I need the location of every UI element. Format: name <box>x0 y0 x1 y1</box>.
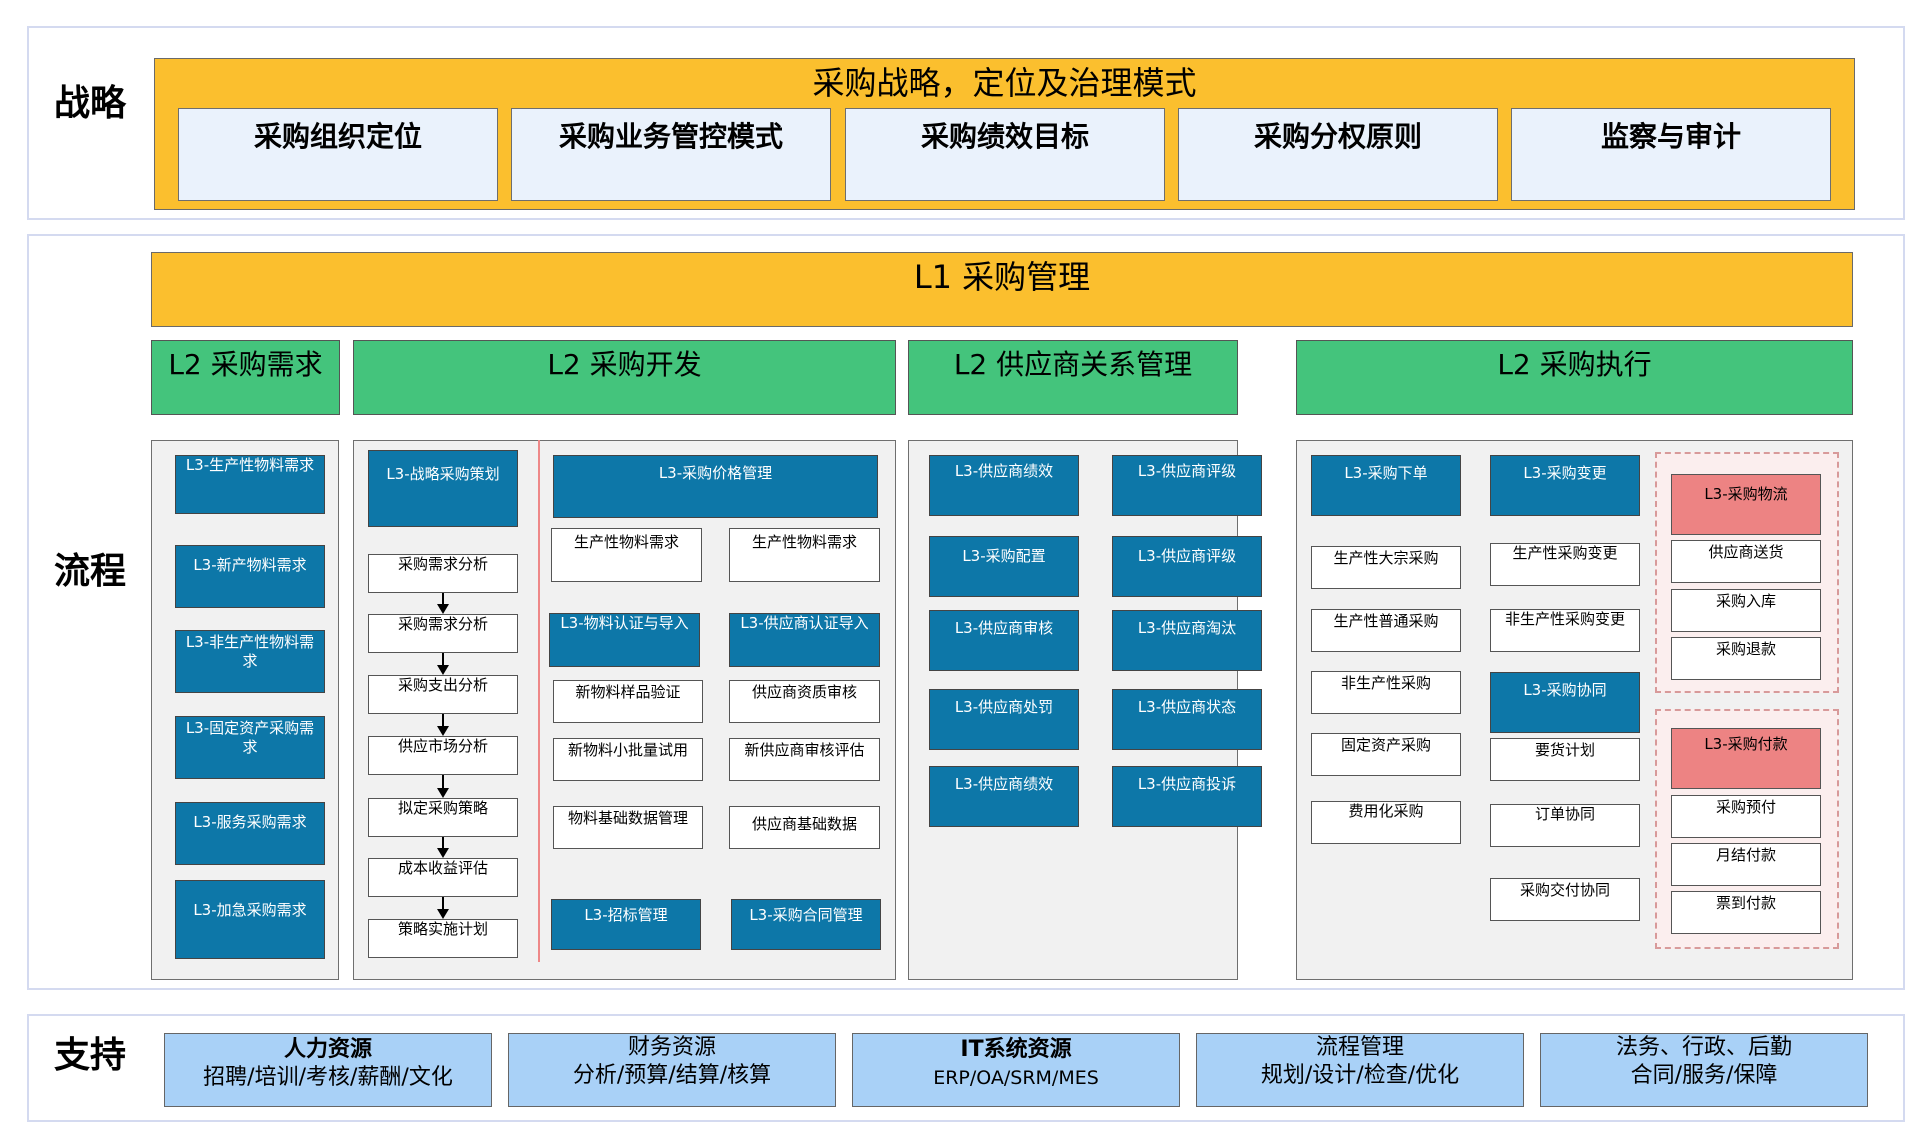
material-item: 新物料样品验证 <box>553 680 703 723</box>
strategy-step: 策略实施计划 <box>368 919 518 958</box>
change-item: 非生产性采购变更 <box>1490 609 1640 652</box>
support-hr: 人力资源 招聘/培训/考核/薪酬/文化 <box>164 1033 492 1107</box>
l3-contract-management: L3-采购合同管理 <box>731 899 881 950</box>
flow-arrow <box>437 897 449 919</box>
l3-srm-item: L3-供应商审核 <box>929 610 1079 671</box>
price-item: 生产性物料需求 <box>551 528 702 582</box>
l1-title: L1 采购管理 <box>913 258 1091 296</box>
l3-srm-item: L3-供应商投诉 <box>1112 766 1262 827</box>
support-finance: 财务资源 分析/预算/结算/核算 <box>508 1033 836 1107</box>
support-it: IT系统资源 ERP/OA/SRM/MES <box>852 1033 1180 1107</box>
section-label-process: 流程 <box>54 551 127 592</box>
l3-supplier-certification: L3-供应商认证导入 <box>729 613 880 667</box>
l3-srm-item: L3-供应商处罚 <box>929 689 1079 750</box>
order-item: 生产性普通采购 <box>1311 609 1461 652</box>
l2-demand: L2 采购需求 <box>151 340 340 415</box>
support-process: 流程管理 规划/设计/检查/优化 <box>1196 1033 1524 1107</box>
logistics-item: 采购入库 <box>1671 589 1821 632</box>
l3-purchase-logistics: L3-采购物流 <box>1671 474 1821 535</box>
support-title: 人力资源 <box>283 1037 372 1062</box>
l2-development: L2 采购开发 <box>353 340 896 415</box>
l3-srm-item: L3-供应商绩效 <box>929 766 1079 827</box>
flow-arrow <box>437 775 449 798</box>
support-detail: 合同/服务/保障 <box>1630 1063 1778 1088</box>
collab-item: 要货计划 <box>1490 738 1640 781</box>
strategy-title: 采购战略，定位及治理模式 <box>812 64 1197 102</box>
flow-arrow <box>437 837 449 858</box>
logistics-item: 供应商送货 <box>1671 540 1821 583</box>
supplier-cert-item: 供应商基础数据 <box>729 806 880 849</box>
strategy-step: 采购需求分析 <box>368 614 518 653</box>
l3-purchase-collaboration: L3-采购协同 <box>1490 672 1640 733</box>
l3-srm-item: L3-供应商评级 <box>1112 455 1262 516</box>
support-title: 法务、行政、后勤 <box>1615 1035 1792 1060</box>
l2-execution: L2 采购执行 <box>1296 340 1853 415</box>
l3-demand-item: L3-加急采购需求 <box>175 880 325 959</box>
strategy-step: 采购需求分析 <box>368 554 518 593</box>
strategy-step: 采购支出分析 <box>368 675 518 714</box>
supplier-cert-item: 供应商资质审核 <box>729 680 880 723</box>
l3-purchase-payment: L3-采购付款 <box>1671 728 1821 789</box>
development-divider <box>538 440 540 962</box>
strategy-step: 拟定采购策略 <box>368 798 518 837</box>
change-item: 生产性采购变更 <box>1490 543 1640 586</box>
payment-item: 票到付款 <box>1671 891 1821 934</box>
l3-material-certification: L3-物料认证与导入 <box>549 613 700 667</box>
section-label-strategy: 战略 <box>54 83 127 124</box>
order-item: 固定资产采购 <box>1311 733 1461 776</box>
order-item: 生产性大宗采购 <box>1311 546 1461 589</box>
material-item: 新物料小批量试用 <box>553 738 703 781</box>
l3-demand-item: L3-非生产性物料需求 <box>175 630 325 693</box>
strategy-step: 供应市场分析 <box>368 736 518 775</box>
payment-item: 月结付款 <box>1671 843 1821 886</box>
logistics-item: 采购退款 <box>1671 637 1821 680</box>
section-label-support: 支持 <box>54 1035 127 1076</box>
supplier-cert-item: 新供应商审核评估 <box>729 738 880 781</box>
l3-demand-item: L3-新产物料需求 <box>175 545 325 608</box>
l3-demand-item: L3-生产性物料需求 <box>175 455 325 514</box>
support-detail: 分析/预算/结算/核算 <box>572 1063 772 1088</box>
l3-srm-item: L3-供应商淘汰 <box>1112 610 1262 671</box>
flow-arrow <box>437 653 449 675</box>
l3-strategic-sourcing: L3-战略采购策划 <box>368 450 518 527</box>
support-detail: 招聘/培训/考核/薪酬/文化 <box>203 1065 453 1090</box>
support-legal: 法务、行政、后勤 合同/服务/保障 <box>1540 1033 1868 1107</box>
l3-purchase-order: L3-采购下单 <box>1311 455 1461 516</box>
l3-srm-item: L3-供应商评级 <box>1112 536 1262 597</box>
collab-item: 订单协同 <box>1490 804 1640 847</box>
support-title: 财务资源 <box>627 1035 716 1060</box>
strategy-item: 监察与审计 <box>1511 108 1831 201</box>
l3-price-management: L3-采购价格管理 <box>553 455 878 518</box>
l2-supplier-relations: L2 供应商关系管理 <box>908 340 1238 415</box>
material-item: 物料基础数据管理 <box>553 806 703 849</box>
collab-item: 采购交付协同 <box>1490 878 1640 921</box>
support-title: 流程管理 <box>1315 1035 1404 1060</box>
l3-srm-item: L3-采购配置 <box>929 536 1079 597</box>
l1-block <box>151 252 1853 327</box>
payment-item: 采购预付 <box>1671 795 1821 838</box>
strategy-item: 采购分权原则 <box>1178 108 1498 201</box>
strategy-item: 采购绩效目标 <box>845 108 1165 201</box>
l3-bid-management: L3-招标管理 <box>551 899 701 950</box>
support-title: IT系统资源 <box>960 1037 1072 1062</box>
l3-demand-item: L3-服务采购需求 <box>175 802 325 865</box>
l3-purchase-change: L3-采购变更 <box>1490 455 1640 516</box>
order-item: 非生产性采购 <box>1311 671 1461 714</box>
l3-srm-item: L3-供应商状态 <box>1112 689 1262 750</box>
strategy-item: 采购业务管控模式 <box>511 108 831 201</box>
strategy-step: 成本收益评估 <box>368 858 518 897</box>
support-detail: 规划/设计/检查/优化 <box>1260 1063 1460 1088</box>
flow-arrow <box>437 593 449 614</box>
l3-srm-item: L3-供应商绩效 <box>929 455 1079 516</box>
flow-arrow <box>437 714 449 736</box>
price-item: 生产性物料需求 <box>729 528 880 582</box>
strategy-item: 采购组织定位 <box>178 108 498 201</box>
order-item: 费用化采购 <box>1311 801 1461 844</box>
l3-demand-item: L3-固定资产采购需求 <box>175 716 325 779</box>
support-detail: ERP/OA/SRM/MES <box>933 1067 1099 1089</box>
